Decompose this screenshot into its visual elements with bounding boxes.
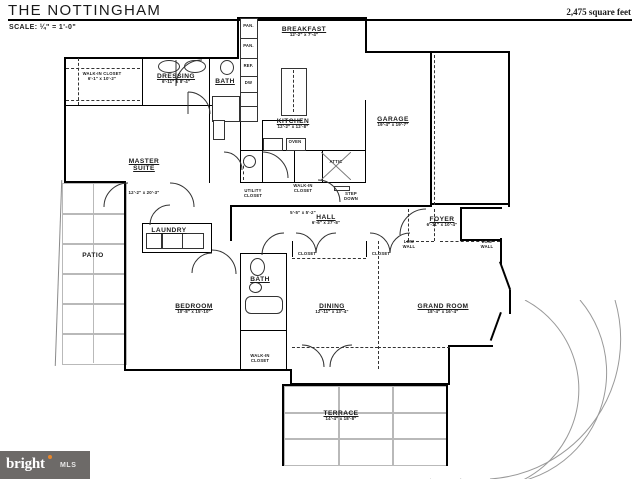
room-label-dining: DINING 12'-11" x 13'-4" xyxy=(302,303,362,315)
room-label-step-down: STEP DOWN xyxy=(337,174,365,219)
room-label-laundry: LAUNDRY xyxy=(142,227,196,234)
room-label-kitchen: KITCHEN 12'-2" x 12'-8" xyxy=(262,118,324,130)
room-dim: 14'-4" x 18'-8" xyxy=(325,416,357,422)
room-dim: 5'-5" x 5'-2" xyxy=(290,210,316,216)
room-name: BEDROOM xyxy=(175,303,213,310)
square-feet-label: 2,475 square feet xyxy=(566,7,631,17)
closet-left-label: CLOSET xyxy=(297,251,317,256)
room-dim: 6'-1" x 10'-2" xyxy=(87,75,117,81)
room-dim: 12'-2" x 12'-8" xyxy=(277,124,309,130)
room-dim: 19'-4" x 19'-7" xyxy=(377,122,409,128)
driveway-arcs xyxy=(430,300,640,479)
room-label-master-suite: MASTER SUITE 12'-2" x 20'-3" xyxy=(104,140,184,213)
room-name: LAUNDRY xyxy=(151,227,187,234)
room-name: DINING xyxy=(319,303,345,310)
title-divider xyxy=(8,19,632,21)
watermark-suffix: MLS xyxy=(60,462,77,469)
room-label-terrace: TERRACE 14'-4" x 18'-8" xyxy=(308,410,374,422)
room-dim: 6'-6" x 27'-8" xyxy=(311,220,341,226)
room-label-grand-room: GRAND ROOM 18'-4" x 16'-4" xyxy=(400,303,486,315)
room-label-utility-closet: UTILITY CLOSET xyxy=(240,171,266,216)
closet-right-label: CLOSET xyxy=(371,251,391,256)
pantry-upper-label: PAN. xyxy=(243,23,254,28)
room-label-garage: GARAGE 19'-4" x 19'-7" xyxy=(358,116,428,128)
room-name: BATH xyxy=(250,276,270,283)
room-name: ATTIC xyxy=(329,159,343,164)
room-name: KITCHEN xyxy=(276,118,310,125)
title-block: THE NOTTINGHAM SCALE: ¼" = 1'-0" 2,475 s… xyxy=(0,0,640,40)
low-wall-right-label: LOW WALL xyxy=(480,239,494,249)
room-label-breakfast: BREAKFAST 12'-2" x 7'-4" xyxy=(264,26,344,38)
room-name: GRAND ROOM xyxy=(417,303,469,310)
room-label-hall: HALL 6'-6" x 27'-8" xyxy=(296,214,356,226)
room-name: UTILITY CLOSET xyxy=(243,187,263,198)
page-title: THE NOTTINGHAM xyxy=(8,2,162,19)
room-label-walk-in-closet-hall: WALK-IN CLOSET 5'-5" x 5'-2" xyxy=(286,166,320,234)
watermark-brightmls: bright MLS xyxy=(0,451,90,479)
room-name: HALL xyxy=(316,214,336,221)
room-label-foyer: FOYER 6'-11" x 10'-4" xyxy=(412,216,472,228)
attic-hatch-icon xyxy=(321,152,351,180)
room-dim: 10'-8" x 15'-10" xyxy=(177,309,211,315)
low-wall-left-label: LOW WALL xyxy=(402,239,416,249)
room-name: BATH xyxy=(215,78,235,85)
room-dim: 6'-11" x 10'-4" xyxy=(426,222,458,228)
room-name: BREAKFAST xyxy=(281,26,327,33)
room-name: STEP DOWN xyxy=(343,190,359,201)
watermark-dot-icon xyxy=(48,455,52,459)
room-name: PATIO xyxy=(82,252,104,259)
room-label-bedroom: BEDROOM 10'-8" x 15'-10" xyxy=(160,303,228,315)
pantry-lower-label: PAN. xyxy=(243,43,254,48)
room-dim: 12'-11" x 13'-4" xyxy=(315,309,349,315)
room-dim: 12'-2" x 7'-4" xyxy=(289,32,319,38)
room-name: MASTER SUITE xyxy=(128,157,160,173)
room-label-patio: PATIO xyxy=(70,252,116,259)
room-label-bath-hall: BATH xyxy=(240,276,280,283)
room-dim: 12'-2" x 20'-3" xyxy=(128,189,160,195)
room-name: WALK-IN CLOSET xyxy=(293,182,313,193)
room-dim: 18'-4" x 16'-4" xyxy=(427,309,459,315)
room-label-attic: ATTIC xyxy=(322,159,350,165)
watermark-brand: bright xyxy=(6,456,45,472)
dishwasher-label: DW xyxy=(244,80,253,85)
oven-label: OVEN xyxy=(288,139,302,144)
room-name: GARAGE xyxy=(377,116,409,123)
room-name: WALK-IN CLOSET xyxy=(82,71,122,76)
refrigerator-label: REF. xyxy=(243,63,254,68)
room-name: DRESSING xyxy=(156,73,196,80)
scale-note: SCALE: ¼" = 1'-0" xyxy=(9,24,77,31)
room-label-bath-master: BATH xyxy=(208,78,242,85)
room-label-walk-in-closet-master: WALK-IN CLOSET 6'-1" x 10'-2" xyxy=(66,71,138,82)
room-name: FOYER xyxy=(429,216,455,223)
room-name: WALK-IN CLOSET xyxy=(250,352,270,363)
room-dim: 6'-11" x 8'-4" xyxy=(161,79,191,85)
room-label-dressing: DRESSING 6'-11" x 8'-4" xyxy=(142,73,210,85)
room-name: TERRACE xyxy=(323,410,359,417)
room-label-walk-in-closet-bedroom: WALK-IN CLOSET xyxy=(243,336,277,381)
